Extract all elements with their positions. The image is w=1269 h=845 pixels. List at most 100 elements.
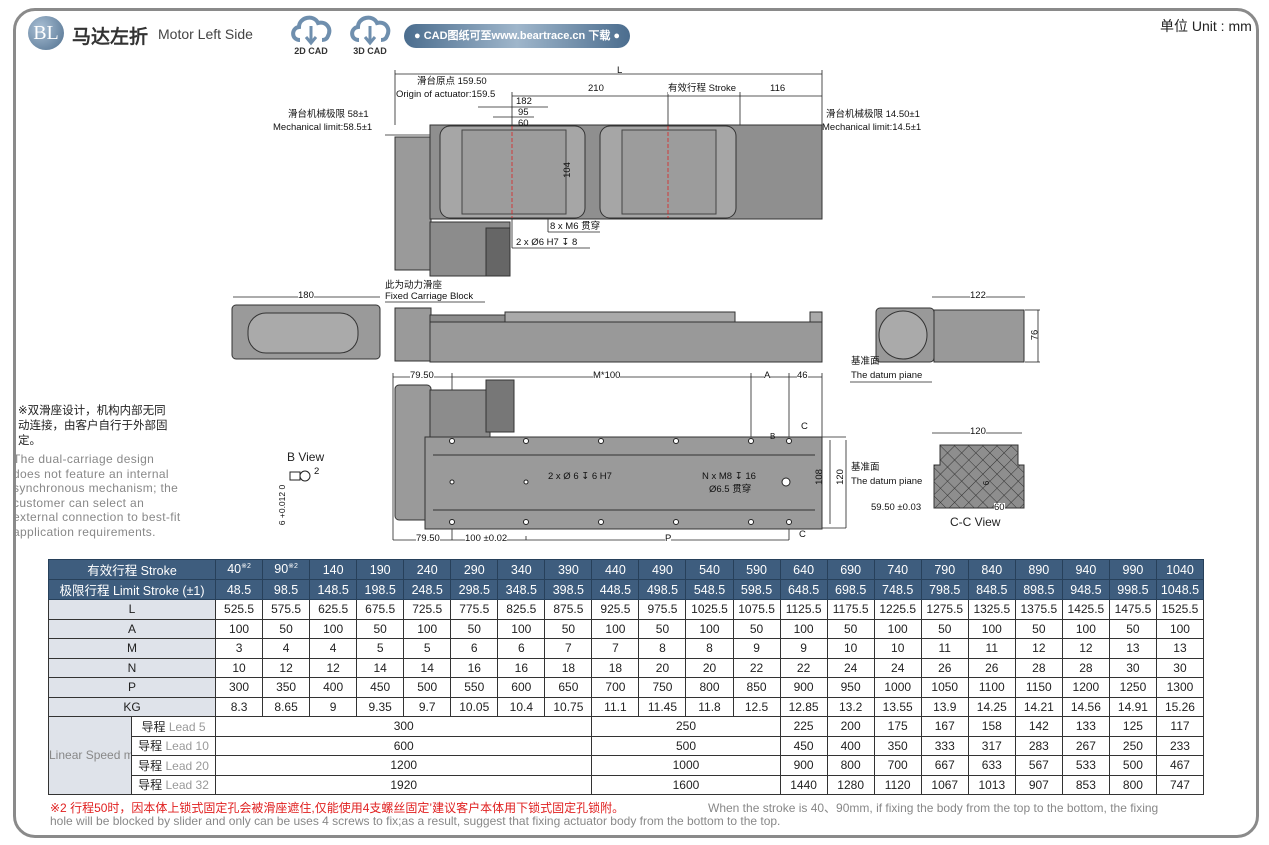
value-cell: 875.5 — [544, 599, 593, 620]
value-cell: 11 — [967, 638, 1016, 659]
phi65-label: Ø6.5 贯穿 — [709, 484, 752, 495]
dim-6-cc: 6 — [982, 480, 992, 486]
value-cell: 100 — [215, 618, 264, 639]
limit-header: 极限行程 Limit Stroke (±1) — [47, 579, 217, 600]
stroke-value: 540 — [699, 562, 720, 577]
value-cell: 28 — [1014, 657, 1063, 678]
value-cell: 12 — [309, 657, 358, 678]
value-cell: 20 — [685, 657, 734, 678]
value-cell: 9 — [732, 638, 781, 659]
cad-2d-download-button[interactable]: 2D CAD — [286, 12, 336, 56]
value-cell: 725.5 — [403, 599, 452, 620]
stroke-value: 90 — [274, 562, 289, 577]
stroke-value: 390 — [557, 562, 579, 577]
value-cell: 625.5 — [309, 599, 358, 620]
speed-merged-cell: 1200 — [215, 755, 593, 776]
fixed-carriage-en: Fixed Carriage Block — [385, 291, 474, 302]
dim-59-50: 59.50 ±0.03 — [871, 502, 922, 513]
speed-cell: 250 — [1108, 735, 1157, 756]
speed-cell: 900 — [779, 755, 828, 776]
value-cell: 350 — [262, 677, 311, 698]
value-cell: 1175.5 — [826, 599, 875, 620]
value-cell: 600 — [497, 677, 546, 698]
cad-2d-label: 2D CAD — [294, 46, 328, 56]
dim-95: 95 — [518, 107, 529, 118]
value-cell: 700 — [591, 677, 640, 698]
dim-120-cc: 120 — [970, 426, 986, 437]
value-cell: 10.75 — [544, 696, 593, 717]
value-cell: 13.9 — [920, 696, 969, 717]
limit-cell: 98.5 — [262, 579, 311, 600]
speed-cell: 1013 — [967, 774, 1016, 795]
stroke-value: 590 — [746, 562, 767, 577]
value-cell: 1275.5 — [920, 599, 969, 620]
dim-104: 104 — [561, 162, 573, 178]
value-cell: 1325.5 — [967, 599, 1016, 620]
cad-3d-label: 3D CAD — [353, 46, 387, 56]
speed-cell: 853 — [1061, 774, 1110, 795]
speed-merged-cell: 600 — [215, 735, 593, 756]
dim-60: 60 — [518, 118, 529, 129]
speed-cell: 117 — [1155, 716, 1205, 737]
value-cell: 22 — [732, 657, 781, 678]
value-cell: 400 — [309, 677, 358, 698]
cad-download-link[interactable]: ● CAD图纸可至www.beartrace.cn 下载 ● — [404, 24, 631, 48]
datum-en-1: The datum piane — [851, 370, 923, 381]
value-cell: 12.85 — [779, 696, 828, 717]
value-cell: 100 — [1155, 618, 1205, 639]
speed-cell: 233 — [1155, 735, 1205, 756]
value-cell: 8 — [685, 638, 734, 659]
page-title-cn: 马达左折 — [72, 27, 149, 48]
value-cell: 100 — [403, 618, 452, 639]
speed-cell: 167 — [920, 716, 969, 737]
speed-merged-cell: 1920 — [215, 774, 593, 795]
value-cell: 14.25 — [967, 696, 1016, 717]
unit-label: 单位 Unit : mm — [1160, 18, 1252, 34]
dim-182: 182 — [516, 96, 532, 107]
value-cell: 50 — [638, 618, 687, 639]
lead-cn: 导程 — [141, 719, 166, 734]
value-cell: 12.5 — [732, 696, 781, 717]
value-cell: 13.55 — [873, 696, 922, 717]
limit-cell: 298.5 — [450, 579, 499, 600]
limit-cell: 798.5 — [920, 579, 969, 600]
value-cell: 16 — [450, 657, 499, 678]
b-view-title: B View — [287, 450, 325, 464]
lead-cn: 导程 — [138, 739, 163, 754]
stroke-value: 440 — [604, 562, 626, 577]
value-cell: 11 — [920, 638, 969, 659]
stroke-cell: 640 — [779, 559, 828, 580]
value-cell: 1050 — [920, 677, 969, 698]
row-label: M — [47, 638, 217, 659]
row-label: KG — [47, 696, 217, 717]
speed-merged-cell: 1600 — [591, 774, 781, 795]
stroke-value: 340 — [510, 562, 532, 577]
value-cell: 24 — [873, 657, 922, 678]
stroke-value: 740 — [887, 562, 909, 577]
dim-116: 116 — [770, 83, 786, 94]
phi6-hole-label: 2 x Ø6 H7 ↧ 8 — [516, 237, 578, 248]
footnote-cn: ※2 行程50时，因本体上锁式固定孔会被滑座遮住,仅能使用4支螺丝固定’建议客户… — [50, 801, 625, 815]
b-view-dim-2: 2 — [314, 466, 320, 477]
value-cell: 800 — [685, 677, 734, 698]
row-label: P — [47, 677, 217, 698]
stroke-value: 640 — [793, 562, 815, 577]
value-cell: 14 — [356, 657, 405, 678]
stroke-cell: 990 — [1108, 559, 1157, 580]
value-cell: 30 — [1108, 657, 1157, 678]
speed-cell: 333 — [920, 735, 969, 756]
limit-cell: 598.5 — [732, 579, 781, 600]
value-cell: 13 — [1155, 638, 1205, 659]
speed-merged-cell: 500 — [591, 735, 781, 756]
speed-cell: 567 — [1014, 755, 1063, 776]
value-cell: 10 — [873, 638, 922, 659]
cad-3d-download-button[interactable]: 3D CAD — [345, 12, 395, 56]
lead-en: Lead 32 — [165, 778, 209, 793]
value-cell: 1000 — [873, 677, 922, 698]
